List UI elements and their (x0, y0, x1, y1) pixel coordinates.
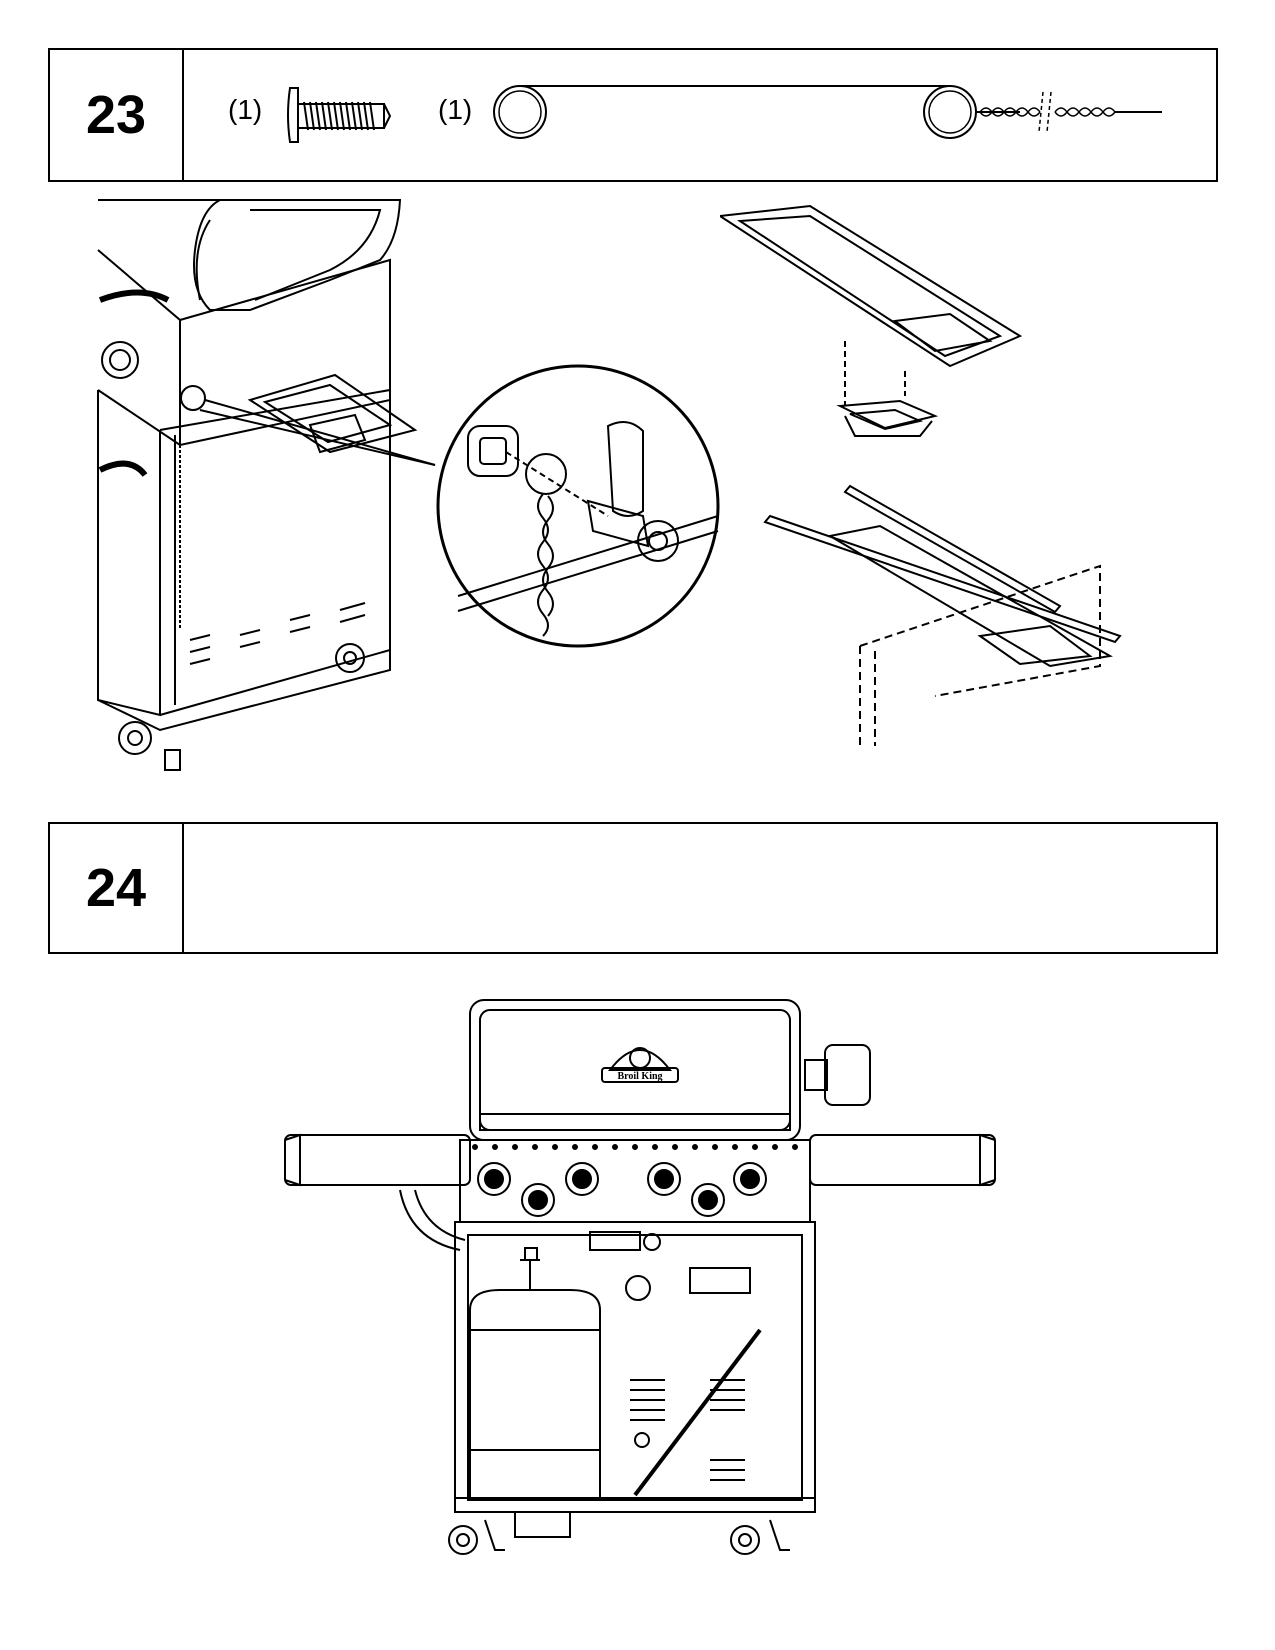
step-23-header: 23 (1) (1) (48, 48, 1218, 182)
drip-tray-exploded-view (720, 196, 1170, 756)
part-quantity: (1) (438, 94, 473, 125)
brand-logo-text: Broil King (617, 1071, 662, 1082)
grill-front-view-illustration: Broil King (280, 990, 1000, 1560)
chain-wire-icon (490, 74, 1170, 154)
detail-magnifier (428, 356, 728, 656)
grill-side-view-illustration (80, 190, 500, 800)
part-quantity: (1) (228, 94, 263, 125)
step-parts (184, 824, 1216, 952)
step-parts: (1) (1) (184, 50, 1216, 180)
step-number: 24 (50, 824, 184, 952)
screw-icon (284, 80, 394, 150)
step-number: 23 (50, 50, 184, 180)
step-24-header: 24 (48, 822, 1218, 954)
